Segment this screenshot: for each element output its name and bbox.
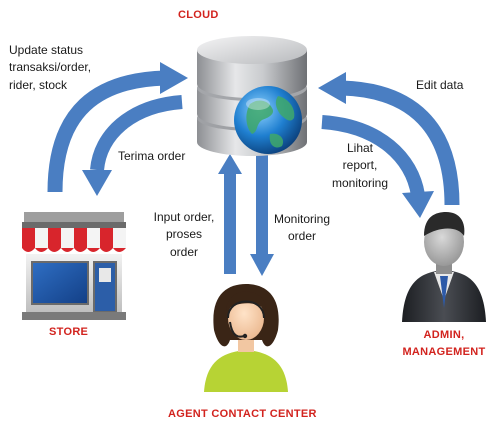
label-monitoring-order: Monitoring order (264, 211, 340, 246)
arrow-agent-to-cloud-head (218, 154, 242, 174)
arrow-cloud-to-admin-head (402, 191, 434, 218)
cloud-title: CLOUD (178, 9, 219, 21)
arrow-store-to-cloud-head (160, 62, 188, 94)
label-edit-data: Edit data (416, 77, 463, 94)
arrow-cloud-to-store (90, 95, 183, 171)
label-input-order-line1: Input order, (153, 210, 215, 224)
admin-title-line1: ADMIN, (423, 329, 465, 341)
label-update-status-line3: rider, stock (9, 77, 68, 92)
label-input-order-line2: proses (165, 227, 203, 242)
call-center-agent-icon (204, 284, 288, 392)
arrow-cloud-to-store-head (82, 170, 112, 196)
label-monitoring-order-line2: order (287, 229, 316, 244)
label-edit-data-line1: Edit data (416, 78, 464, 92)
admin-title: ADMIN, MANAGEMENT (392, 327, 496, 360)
arrow-store-to-cloud (47, 70, 166, 193)
label-terima-order: Terima order (118, 148, 185, 165)
arrow-agent-to-cloud (224, 172, 236, 274)
database-globe-icon (197, 36, 307, 156)
label-update-status-line2: transaksi/order, (9, 60, 92, 75)
arrow-cloud-to-agent (256, 150, 268, 256)
label-lihat-report-line2: report, (342, 158, 378, 173)
admin-title-line2: MANAGEMENT (402, 345, 486, 358)
businessman-icon (402, 212, 486, 322)
label-lihat-report-line1: Lihat (346, 141, 374, 155)
arrow-admin-to-cloud-head (318, 72, 346, 104)
label-monitoring-order-line1: Monitoring (273, 212, 331, 226)
arrow-admin-to-cloud (341, 80, 460, 206)
label-update-status: Update status transaksi/order, rider, st… (9, 42, 91, 94)
arrow-cloud-to-admin (321, 115, 425, 197)
label-lihat-report-line3: monitoring (331, 175, 389, 190)
label-input-order-line3: order (169, 244, 198, 259)
label-lihat-report: Lihat report, monitoring (322, 140, 398, 192)
label-terima-order-line1: Terima order (118, 149, 186, 163)
store-title: STORE (49, 326, 89, 338)
arrow-cloud-to-agent-head (250, 254, 274, 276)
label-update-status-line1: Update status (9, 43, 84, 57)
label-input-order: Input order, proses order (146, 209, 222, 261)
storefront-icon (22, 212, 126, 320)
agent-title: AGENT CONTACT CENTER (168, 408, 317, 420)
